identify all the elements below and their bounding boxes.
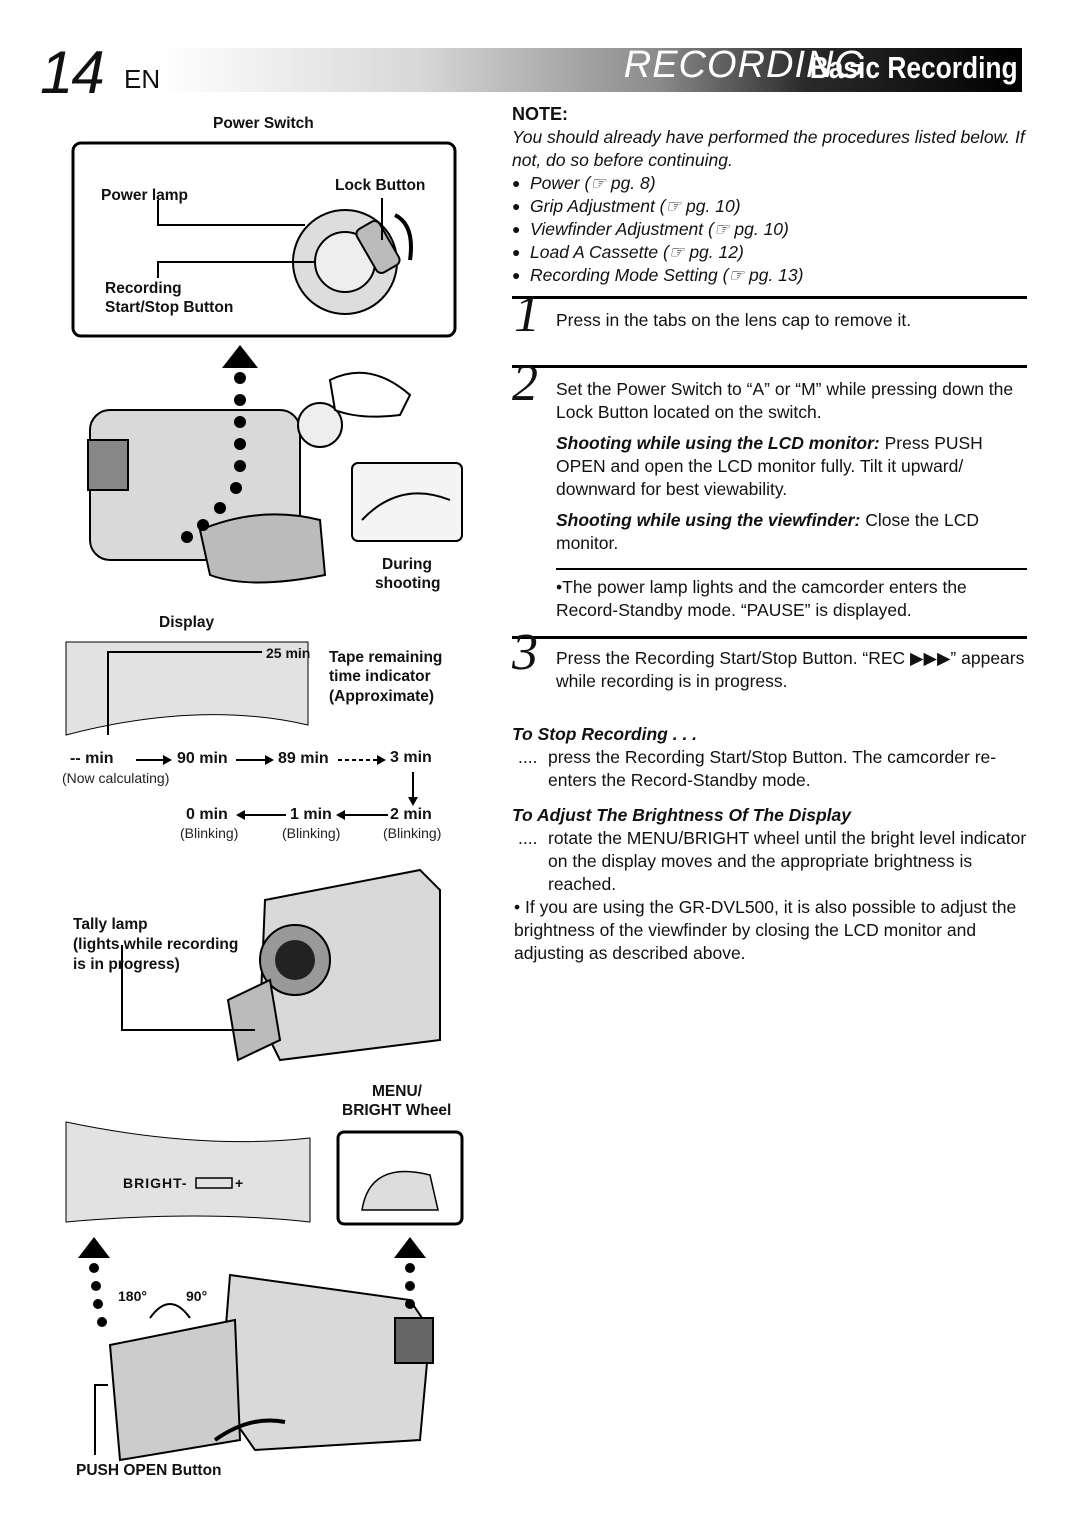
step-number: 3 xyxy=(512,624,538,681)
note-item: Power (☞ pg. 8) xyxy=(512,172,1027,195)
approximate-label: (Approximate) xyxy=(329,688,435,705)
lcd-heading: Shooting while using the LCD monitor: xyxy=(556,433,880,453)
angle-180-label: 180° xyxy=(118,1288,147,1304)
lock-button-label: Lock Button xyxy=(335,177,426,194)
brightness-heading: To Adjust The Brightness Of The Display xyxy=(512,805,852,825)
page-language: EN xyxy=(124,64,161,94)
lock-button xyxy=(355,220,401,274)
angle-90-label: 90° xyxy=(186,1288,208,1304)
note-intro: You should already have performed the pr… xyxy=(512,127,1025,170)
blinking-label: (Blinking) xyxy=(282,825,341,841)
leader-dots: .... xyxy=(518,828,538,848)
push-open-label: PUSH OPEN Button xyxy=(76,1462,222,1479)
bright-level-bar xyxy=(195,1177,233,1189)
during-label: During xyxy=(382,556,432,573)
seq-time: -- min xyxy=(70,750,114,767)
power-switch-label: Power Switch xyxy=(213,115,314,132)
step-2: 2 Set the Power Switch to “A” or “M” whi… xyxy=(512,355,1027,568)
note-item: Grip Adjustment (☞ pg. 10) xyxy=(512,195,1027,218)
blinking-label: (Blinking) xyxy=(383,825,442,841)
camcorder-lcd-illustration xyxy=(108,1273,434,1462)
lcd-text: Press PUSH OPEN and open the LCD monitor… xyxy=(556,433,983,499)
tape-remaining-label: Tape remaining xyxy=(329,649,443,666)
header-bar xyxy=(160,48,1022,92)
camcorder-side-illustration xyxy=(87,371,412,584)
menu-bright-wheel-icon xyxy=(361,1170,439,1211)
brightness-text: rotate the MENU/BRIGHT wheel until the b… xyxy=(548,828,1027,894)
note-item: Viewfinder Adjustment (☞ pg. 10) xyxy=(512,218,1027,241)
stop-heading: To Stop Recording . . . xyxy=(512,724,698,744)
viewfinder-text: Close the LCD monitor. xyxy=(556,510,979,553)
time-indicator-label: time indicator xyxy=(329,668,431,685)
seq-time: 1 min xyxy=(290,806,332,823)
power-lamp-note: •The power lamp lights and the camcorder… xyxy=(556,568,1027,630)
tally-progress-label: is in progress) xyxy=(73,956,180,973)
seq-time: 89 min xyxy=(278,750,329,767)
leader-dots: .... xyxy=(518,747,538,767)
stop-text-block: .... press the Recording Start/Stop Butt… xyxy=(512,746,1027,792)
power-switch-box xyxy=(71,141,457,338)
bright-wheel-label: BRIGHT Wheel xyxy=(342,1102,452,1119)
seq-time: 2 min xyxy=(390,806,432,823)
step-1: 1 Press in the tabs on the lens cap to r… xyxy=(512,286,1027,361)
blinking-label: (Blinking) xyxy=(180,825,239,841)
bright-plus: + xyxy=(235,1175,244,1191)
seq-time: 0 min xyxy=(186,806,228,823)
step-number: 1 xyxy=(514,286,540,343)
note-item: Recording Mode Setting (☞ pg. 13) xyxy=(512,264,1027,287)
step-text: Press in the tabs on the lens cap to rem… xyxy=(556,310,912,330)
now-calculating: (Now calculating) xyxy=(62,770,170,786)
rotate-arrow-icon xyxy=(393,213,413,261)
step-text: Press the Recording Start/Stop Button. “… xyxy=(556,648,1025,691)
start-stop-label: Start/Stop Button xyxy=(105,299,234,316)
note-heading: NOTE: xyxy=(512,104,568,124)
camcorder-front-illustration xyxy=(226,868,441,1062)
display-screen xyxy=(65,641,309,736)
rotate-arrow-icon xyxy=(149,1303,191,1319)
tally-lights-label: (lights while recording xyxy=(73,936,239,953)
seq-time: 3 min xyxy=(390,749,432,766)
lcd-instruction: Shooting while using the LCD monitor: Pr… xyxy=(556,432,1026,501)
brightness-text-block: .... rotate the MENU/BRIGHT wheel until … xyxy=(512,827,1027,896)
bright-indicator-label: BRIGHT- xyxy=(123,1175,188,1191)
menu-label: MENU/ xyxy=(372,1083,422,1100)
page-number: 14 xyxy=(40,39,105,106)
screen-time: 25 min xyxy=(266,645,311,661)
lcd-monitor xyxy=(108,1318,242,1462)
step-3: 3 Press the Recording Start/Stop Button.… xyxy=(512,624,1027,723)
step-text: Set the Power Switch to “A” or “M” while… xyxy=(556,379,1014,422)
viewfinder-instruction: Shooting while using the viewfinder: Clo… xyxy=(556,509,1026,555)
seq-time: 90 min xyxy=(177,750,228,767)
shooting-label: shooting xyxy=(375,575,441,592)
stop-text: press the Recording Start/Stop Button. T… xyxy=(548,747,997,790)
step-number: 2 xyxy=(512,355,538,412)
instructions-column: NOTE: You should already have performed … xyxy=(512,103,1027,965)
tally-lamp-label: Tally lamp xyxy=(73,916,148,933)
during-shooting-inset xyxy=(351,462,463,542)
recording-label: Recording xyxy=(105,280,182,297)
subsection-title: Basic Recording xyxy=(810,50,1018,85)
bright-display xyxy=(65,1121,311,1223)
viewfinder-heading: Shooting while using the viewfinder: xyxy=(556,510,861,530)
brightness-note: • If you are using the GR-DVL500, it is … xyxy=(514,897,1017,963)
display-label: Display xyxy=(159,614,215,631)
note-item: Load A Cassette (☞ pg. 12) xyxy=(512,241,1027,264)
power-lamp-label: Power lamp xyxy=(101,187,188,204)
section-title: RECORDING xyxy=(623,44,865,86)
